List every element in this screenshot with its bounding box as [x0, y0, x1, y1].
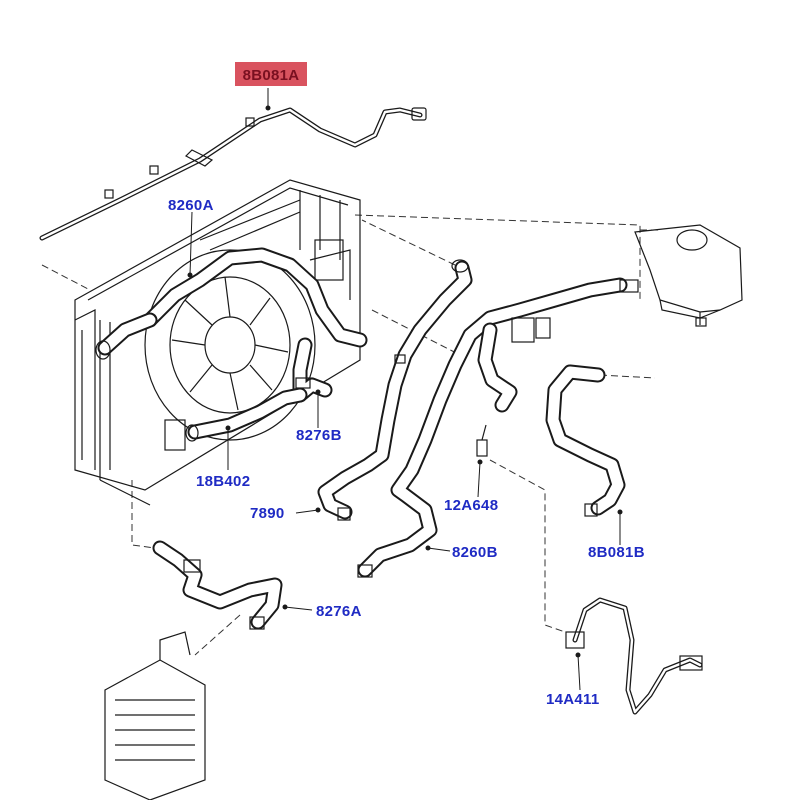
- callout-8276b[interactable]: 8276B: [296, 427, 342, 444]
- callout-labels: 8B081A 8260A 8276B 18B402 7890 12A648 82…: [168, 62, 645, 708]
- hose-8276b: [292, 337, 333, 403]
- callout-7890[interactable]: 7890: [250, 505, 285, 522]
- hose-18b402: [185, 387, 308, 442]
- sensor-12a648: [476, 424, 488, 457]
- reference-lines: [41, 214, 660, 656]
- callout-14a411[interactable]: 14A411: [546, 691, 600, 708]
- callout-8b081b[interactable]: 8B081B: [588, 544, 645, 561]
- hose-8b081b: [545, 364, 626, 517]
- callout-8260b[interactable]: 8260B: [452, 544, 498, 561]
- intercooler: [104, 631, 206, 800]
- callout-highlight-8b081a: [235, 62, 307, 86]
- callout-12a648[interactable]: 12A648: [444, 497, 498, 514]
- hose-7890: [317, 259, 473, 521]
- leader-lines: [187, 88, 623, 691]
- wiring-harness-upper: [39, 107, 427, 241]
- hose-8260a: [95, 247, 368, 360]
- harness-14a411: [565, 597, 703, 715]
- callout-8260a[interactable]: 8260A: [168, 197, 214, 214]
- callout-18b402[interactable]: 18B402: [196, 473, 250, 490]
- callout-8b081a[interactable]: 8B081A: [243, 67, 300, 84]
- hose-8276a: [152, 540, 283, 630]
- hose-8260b: [357, 277, 639, 578]
- expansion-tank: [634, 224, 743, 327]
- callout-8276a[interactable]: 8276A: [316, 603, 362, 620]
